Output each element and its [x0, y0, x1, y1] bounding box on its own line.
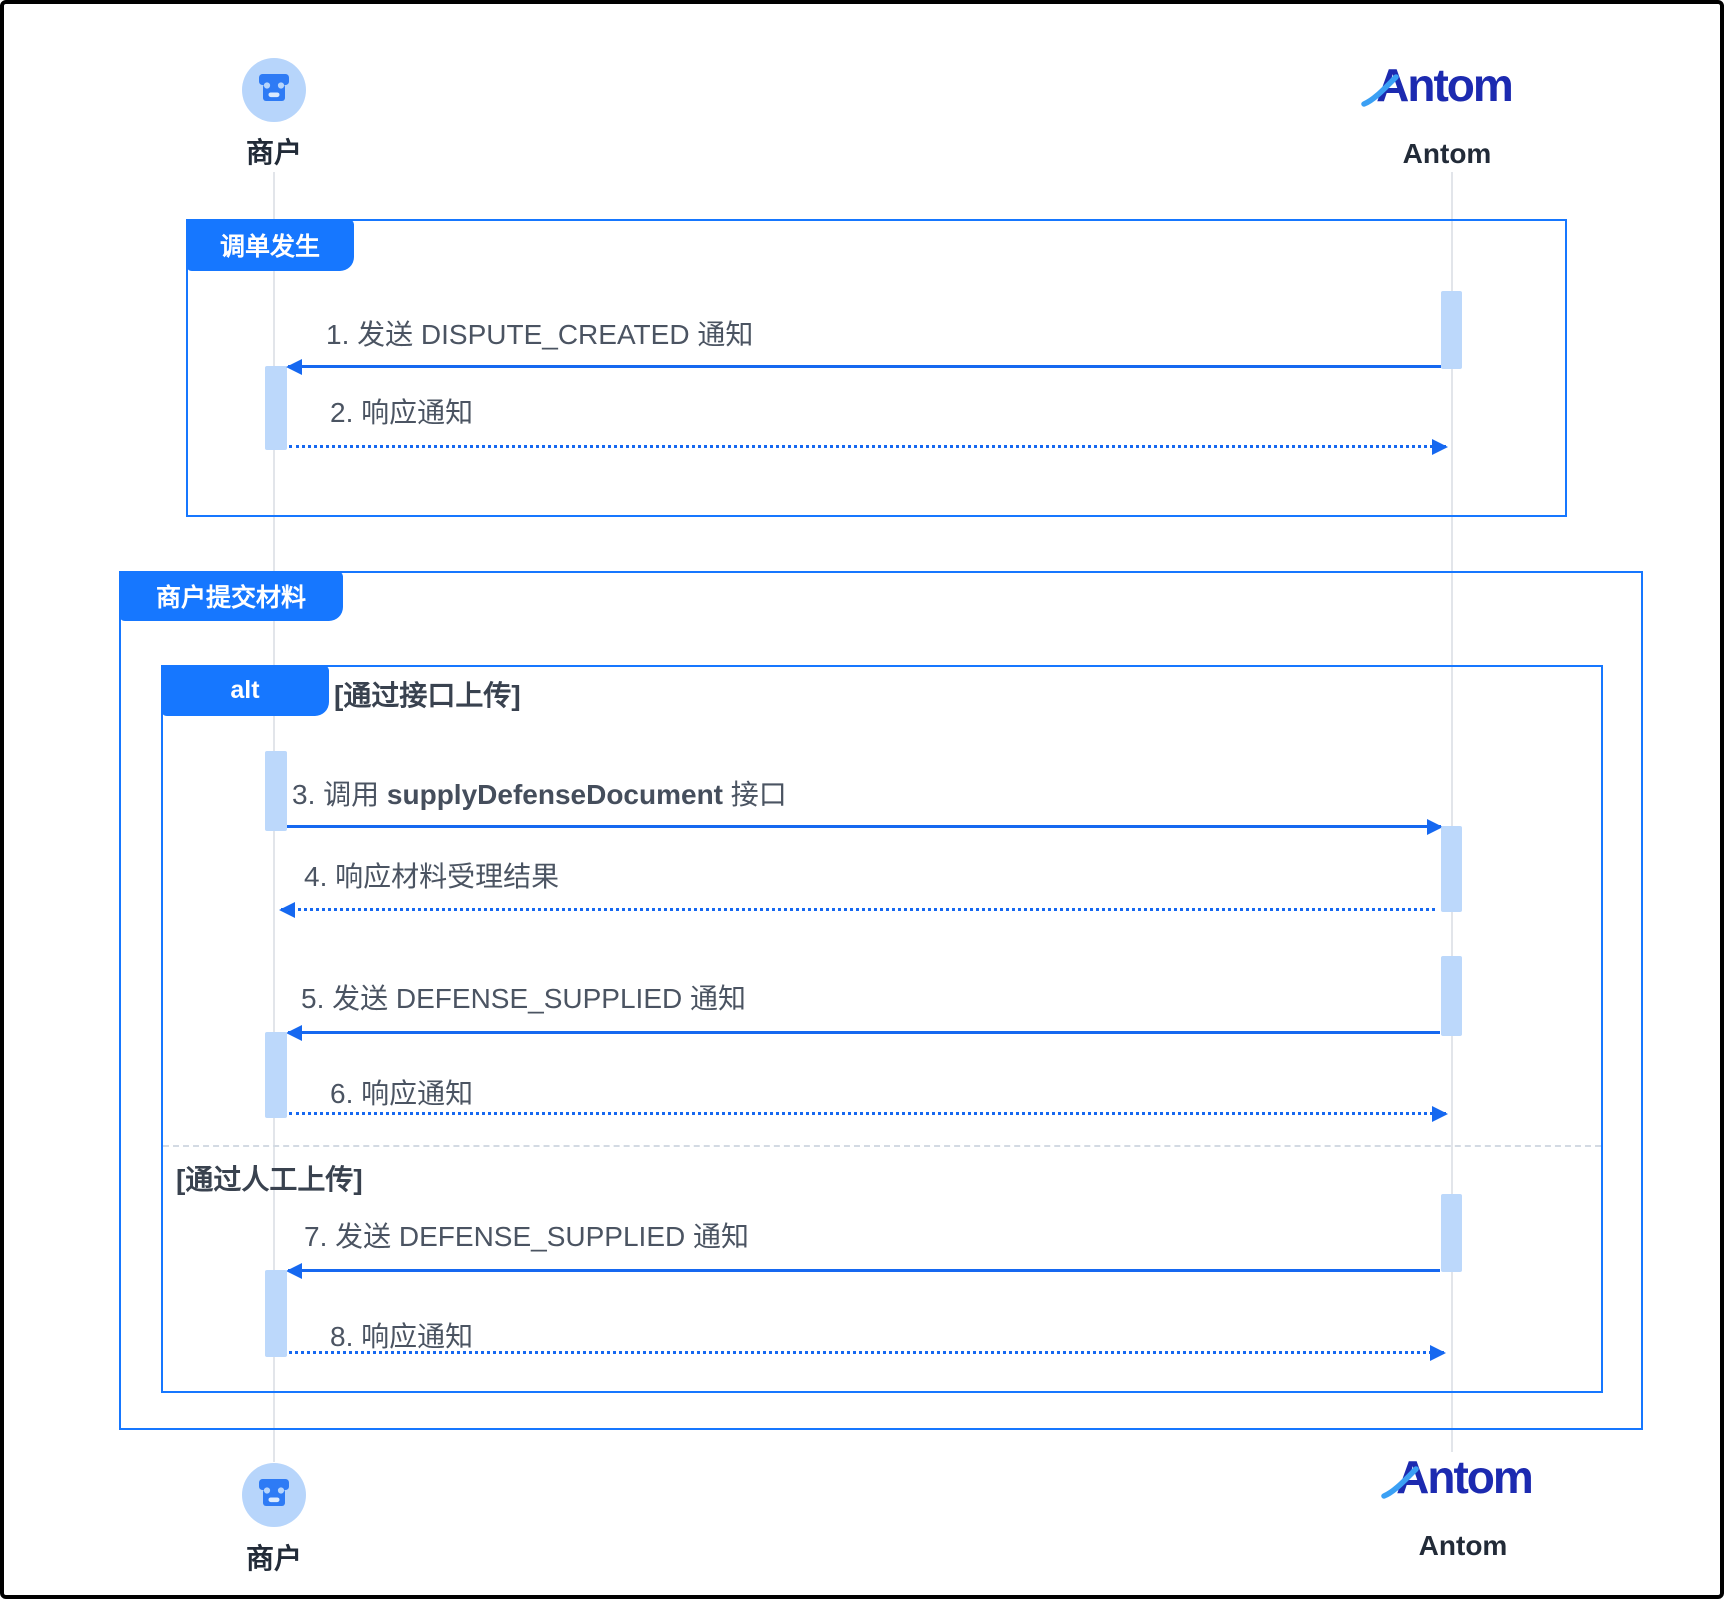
merchant-activation-msg8	[265, 1270, 287, 1357]
antom-logo-bottom: Antom	[1354, 1454, 1574, 1500]
message-3-api-name: supplyDefenseDocument	[386, 779, 723, 810]
message-6-label: 6. 响应通知	[330, 1078, 474, 1109]
merchant-avatar-bottom	[242, 1463, 306, 1527]
message-1-label: 1. 发送 DISPUTE_CREATED 通知	[326, 319, 754, 350]
arrowhead-left-icon	[286, 359, 302, 375]
merchant-label-top: 商户	[245, 137, 302, 168]
antom-activation-msg4	[1441, 826, 1462, 912]
message-3-label: 3. 调用 supplyDefenseDocument 接口	[292, 773, 787, 813]
antom-activation-msg1	[1441, 291, 1462, 369]
storefront-icon	[256, 71, 292, 110]
message-2-label: 2. 响应通知	[330, 397, 474, 428]
merchant-activation-msg2	[265, 366, 287, 450]
merchant-avatar	[242, 58, 306, 122]
antom-label-top: Antom	[1402, 138, 1492, 169]
arrowhead-right-icon	[1432, 1106, 1448, 1122]
alt-condition-api: [通过接口上传]	[334, 680, 521, 711]
alt-divider	[163, 1145, 1601, 1147]
arrowhead-left-icon	[279, 902, 295, 918]
antom-logo-text: Antom	[1396, 1451, 1534, 1503]
arrowhead-right-icon	[1432, 439, 1448, 455]
antom-activation-msg7	[1441, 1194, 1462, 1272]
antom-activation-msg5	[1441, 956, 1462, 1036]
merchant-activation-msg3	[265, 751, 287, 831]
message-7-label: 7. 发送 DEFENSE_SUPPLIED 通知	[304, 1221, 750, 1252]
storefront-icon	[256, 1476, 292, 1515]
arrowhead-left-icon	[286, 1263, 302, 1279]
message-5-label: 5. 发送 DEFENSE_SUPPLIED 通知	[301, 983, 747, 1014]
merchant-label-bottom: 商户	[245, 1543, 302, 1574]
frame-alt: alt	[161, 665, 1603, 1393]
frame-merchant-submit: 商户提交材料	[119, 571, 1643, 1430]
merchant-activation-msg6	[265, 1032, 287, 1118]
frame-dispute-created-label: 调单发生	[186, 219, 354, 271]
message-3-prefix: 3. 调用	[292, 779, 387, 810]
antom-logo-top: Antom	[1334, 62, 1554, 108]
frame-alt-label: alt	[161, 665, 329, 716]
message-4-label: 4. 响应材料受理结果	[304, 861, 560, 892]
antom-label-bottom: Antom	[1418, 1530, 1508, 1561]
alt-condition-manual: [通过人工上传]	[176, 1164, 363, 1195]
antom-logo-text: Antom	[1376, 59, 1514, 111]
arrowhead-left-icon	[286, 1025, 302, 1041]
frame-merchant-submit-label: 商户提交材料	[119, 571, 343, 621]
message-3-suffix: 接口	[723, 779, 787, 810]
arrowhead-right-icon	[1427, 819, 1443, 835]
antom-lifeline	[1451, 172, 1453, 1452]
frame-dispute-created: 调单发生	[186, 219, 1567, 517]
message-8-label: 8. 响应通知	[330, 1321, 474, 1352]
arrowhead-right-icon	[1430, 1345, 1446, 1361]
